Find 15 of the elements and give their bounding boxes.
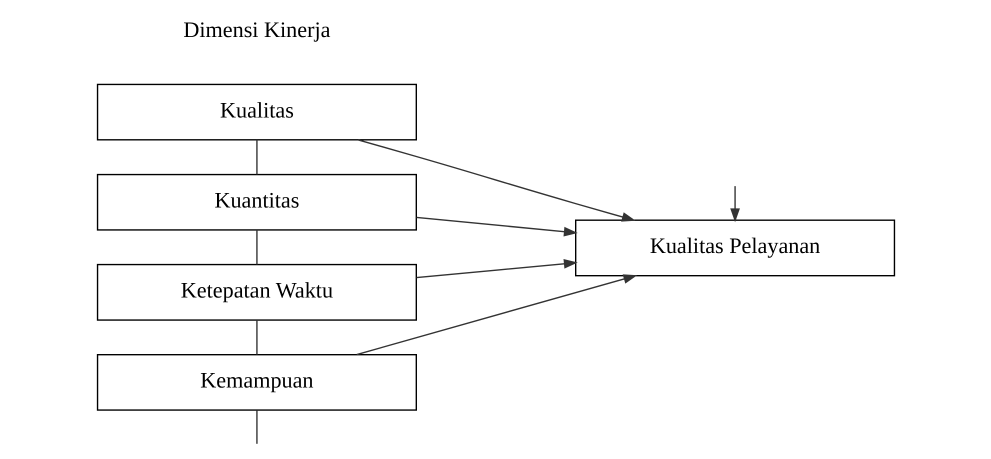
arrow [416,216,578,236]
label: Dimensi Kinerja [182,17,330,42]
arrow [356,274,637,356]
connector [256,320,258,355]
arrow [730,186,740,222]
node-box: Kemampuan [96,354,416,411]
connector [256,230,258,264]
node-box: Kualitas Pelayanan [574,220,895,276]
node-box: Kualitas [96,84,416,141]
node-box: Ketepatan Waktu [96,264,416,321]
node-box: Kuantitas [96,174,416,231]
connector [256,140,258,174]
arrow [416,258,578,278]
arrow [358,139,636,222]
connector [256,410,258,444]
